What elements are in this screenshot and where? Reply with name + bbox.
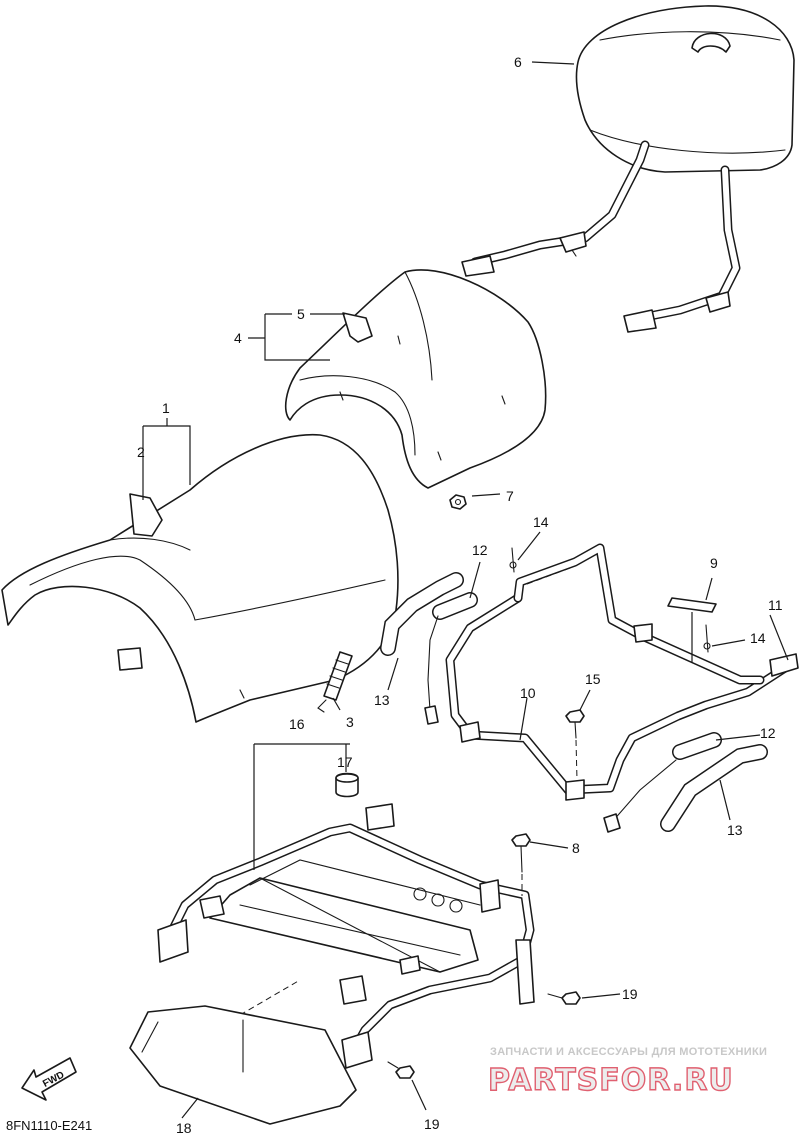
callout-5: 5 [297,306,305,322]
callout-18: 18 [176,1120,192,1136]
callout-12-left: 12 [472,542,488,558]
watermark: ЗАПЧАСТИ И АКСЕССУАРЫ ДЛЯ МОТОТЕХНИКИ PA… [487,1046,767,1099]
callout-7: 7 [506,488,514,504]
callout-16: 16 [289,716,305,732]
callout-9: 9 [710,555,718,571]
callout-6: 6 [514,54,522,70]
sheet-part-18 [129,1005,357,1125]
hose-left [380,572,478,725]
callout-15: 15 [585,671,601,687]
callout-8: 8 [572,840,580,856]
backrest-assembly [461,5,795,333]
callout-11: 11 [768,597,783,613]
callout-13-left: 13 [374,692,390,708]
callout-19-right: 19 [622,986,638,1002]
watermark-tagline: ЗАПЧАСТИ И АКСЕССУАРЫ ДЛЯ МОТОТЕХНИКИ [490,1046,767,1058]
bolt-part-15 [565,709,585,781]
rear-seat [284,269,547,489]
seat-frame-part-16 [157,803,535,1069]
callout-19-bottom: 19 [424,1116,440,1132]
diagram-code: 8FN1110-E241 [6,1118,92,1133]
damper-part-17 [335,772,359,798]
callout-3: 3 [346,714,354,730]
hose-right [603,732,768,833]
bolts-part-19 [387,991,581,1079]
bolt-part-8 [511,833,531,896]
callout-14-top: 14 [533,514,549,530]
fwd-arrow: FWD [21,1057,77,1101]
watermark-brand: PARTSFOR.RU [488,1063,734,1098]
leader-lines [142,61,789,1119]
carrier-frame-part-10 [445,543,799,801]
callout-10: 10 [520,685,536,701]
callout-numbers: 1 2 3 4 5 6 7 8 9 10 11 12 12 13 13 14 1… [137,54,783,1136]
callout-17: 17 [337,754,353,770]
callout-14-right: 14 [750,630,766,646]
callout-4: 4 [234,330,242,346]
strip-part-9 [667,597,717,613]
callout-13-right: 13 [727,822,743,838]
seat-lock-part-3 [317,651,353,713]
nut-part-7 [449,494,467,510]
callout-1: 1 [162,400,170,416]
callout-2: 2 [137,444,145,460]
callout-12-right: 12 [760,725,776,741]
pins-part-14 [509,547,711,653]
